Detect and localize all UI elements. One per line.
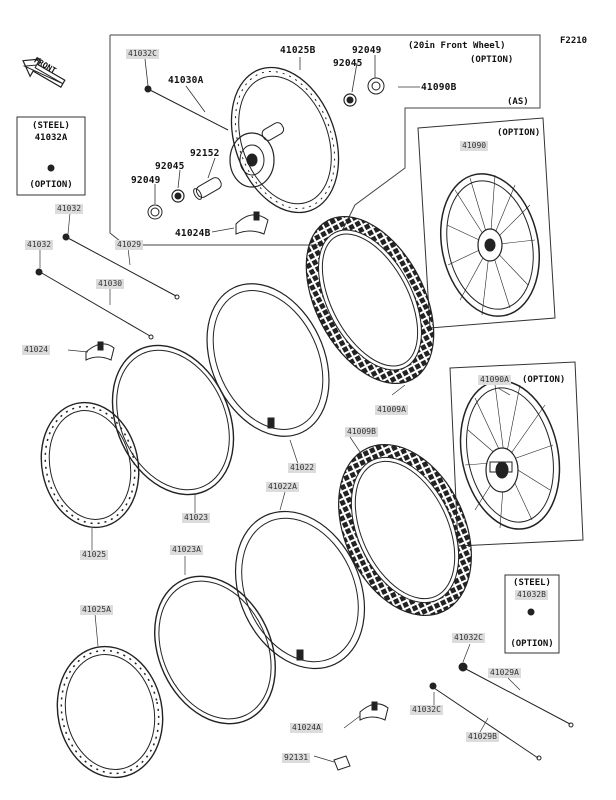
valve-icon xyxy=(296,649,304,661)
label-41090: 41090 xyxy=(460,141,489,151)
rim-lock-41024b-icon xyxy=(235,211,269,235)
rim-41025 xyxy=(40,401,140,529)
label-41030: 41030 xyxy=(96,279,125,289)
spoke-41029a xyxy=(458,662,574,728)
steel-right-option: (OPTION) xyxy=(510,639,554,649)
seal-icon xyxy=(147,77,385,220)
label-41023: 41023 xyxy=(182,513,211,523)
option-wheel-41090a xyxy=(449,361,584,547)
assembly-box-outline xyxy=(109,34,541,246)
nipple-41032c-icon xyxy=(144,85,152,93)
label-92049-b: 92049 xyxy=(131,175,161,186)
nut-92131-icon xyxy=(333,755,351,771)
label-41032c-b: 41032C xyxy=(452,633,485,643)
label-92131: 92131 xyxy=(282,753,311,763)
leader-lines xyxy=(144,55,420,233)
label-41030a: 41030A xyxy=(168,75,204,86)
hub-icon xyxy=(229,122,285,188)
label-41023a: 41023A xyxy=(170,545,203,555)
label-41024: 41024 xyxy=(22,345,51,355)
label-41029a: 41029A xyxy=(488,668,521,678)
option-wheel-41090 xyxy=(417,117,556,329)
steel-box-right xyxy=(504,574,560,654)
label-41025: 41025 xyxy=(80,550,109,560)
rim-band-41023 xyxy=(111,344,235,496)
steel-left-title: (STEEL) xyxy=(32,121,70,131)
valve-icon xyxy=(267,417,275,429)
spoke-41029b xyxy=(429,682,542,761)
front-rim-41025b xyxy=(230,66,340,214)
label-92152: 92152 xyxy=(190,148,220,159)
spoke-41030 xyxy=(35,268,154,340)
label-41025b: 41025B xyxy=(280,45,316,56)
label-41032b: 41032B xyxy=(515,590,548,600)
tire-41009b xyxy=(338,443,472,617)
tire-41009a xyxy=(305,215,435,385)
label-41029: 41029 xyxy=(115,240,144,250)
label-41025a: 41025A xyxy=(80,605,113,615)
rim-band-41023a xyxy=(154,575,276,725)
spoke-41029 xyxy=(62,233,180,300)
label-41090a: 41090A xyxy=(478,375,511,385)
label-92045-b: 92045 xyxy=(155,161,185,172)
option-wheel-2-label: (OPTION) xyxy=(522,375,566,385)
nipple-41032a-icon xyxy=(47,164,55,172)
nipple-41032b-icon xyxy=(527,608,535,616)
label-92049-a: 92049 xyxy=(352,45,382,56)
label-41090b: 41090B xyxy=(421,82,457,93)
page-code: F2210 xyxy=(560,36,588,46)
label-41024a: 41024A xyxy=(290,723,323,733)
steel-box-left xyxy=(16,116,86,196)
steel-right-title: (STEEL) xyxy=(513,578,551,588)
label-41032-b: 41032 xyxy=(25,240,54,250)
label-41022: 41022 xyxy=(288,463,317,473)
collar-92152-icon xyxy=(193,177,222,200)
label-41024b: 41024B xyxy=(175,228,211,239)
rim-lock-41024-icon xyxy=(85,341,115,361)
label-41009b: 41009B xyxy=(345,427,378,437)
label-41032c-c: 41032C xyxy=(410,705,443,715)
label-41022a: 41022A xyxy=(266,482,299,492)
label-41029b: 41029B xyxy=(466,732,499,742)
bearing-icon xyxy=(171,93,357,203)
rim-41025a xyxy=(56,645,164,779)
assembly-as: (AS) xyxy=(507,97,529,107)
steel-left-part: 41032A xyxy=(34,133,68,143)
rim-lock-41024a-icon xyxy=(359,701,389,721)
spoke-41030a xyxy=(149,89,229,131)
label-92045-a: 92045 xyxy=(333,58,363,69)
label-41032c-top: 41032C xyxy=(126,49,159,59)
label-41009a: 41009A xyxy=(375,405,408,415)
option-wheel-1-label: (OPTION) xyxy=(497,128,541,138)
steel-left-option: (OPTION) xyxy=(29,180,73,190)
tube-41022a xyxy=(234,510,366,670)
front-arrow-icon xyxy=(22,58,66,88)
leader-lines-lower xyxy=(39,212,521,763)
assembly-option: (OPTION) xyxy=(470,55,514,65)
assembly-title: (20in Front Wheel) xyxy=(408,41,506,51)
label-41032-a: 41032 xyxy=(55,204,84,214)
